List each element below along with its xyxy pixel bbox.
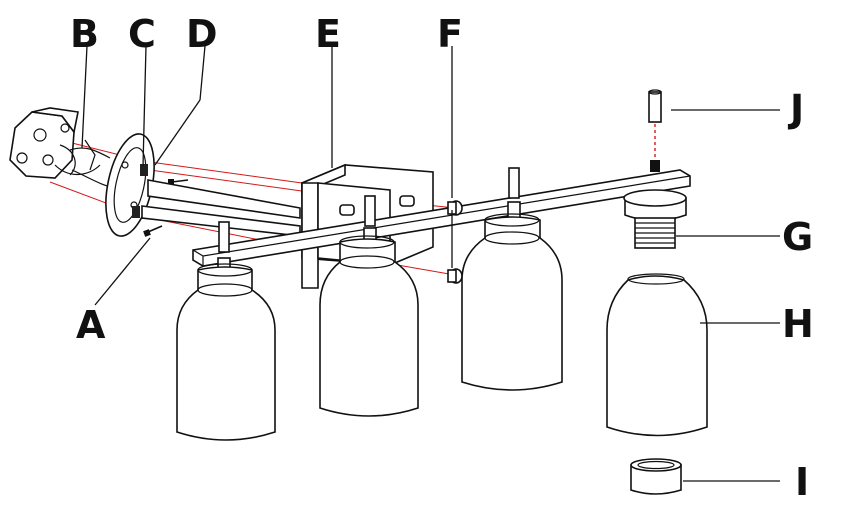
ring-i [630, 458, 682, 495]
label-e: E [315, 12, 341, 56]
label-c: C [128, 12, 156, 56]
backplate-studs [339, 195, 415, 216]
label-b: B [70, 12, 99, 56]
label-g: G [782, 215, 813, 259]
label-a: A [76, 303, 106, 347]
label-h: H [782, 302, 814, 346]
label-i: I [795, 460, 809, 504]
screw-a [143, 225, 163, 237]
label-d: D [186, 12, 218, 56]
glass-shade-h [606, 273, 708, 437]
nipple-on-bar [650, 160, 660, 172]
glass-shade-3 [461, 213, 563, 391]
threaded-pipe-j [648, 89, 662, 123]
glass-shade-2 [319, 235, 419, 417]
crossbar-arm [141, 179, 301, 237]
screw-d [168, 179, 189, 185]
cap-nut-f-lower [447, 268, 463, 284]
main-bar [192, 169, 691, 267]
glass-shade-1 [176, 263, 276, 441]
leader-lines [81, 45, 780, 482]
label-f: F [437, 12, 463, 56]
junction-box [9, 107, 101, 179]
socket-ring-g [623, 189, 687, 249]
screw-c [132, 164, 148, 218]
label-j: J [787, 87, 804, 131]
cap-nut-f-upper [447, 200, 463, 216]
